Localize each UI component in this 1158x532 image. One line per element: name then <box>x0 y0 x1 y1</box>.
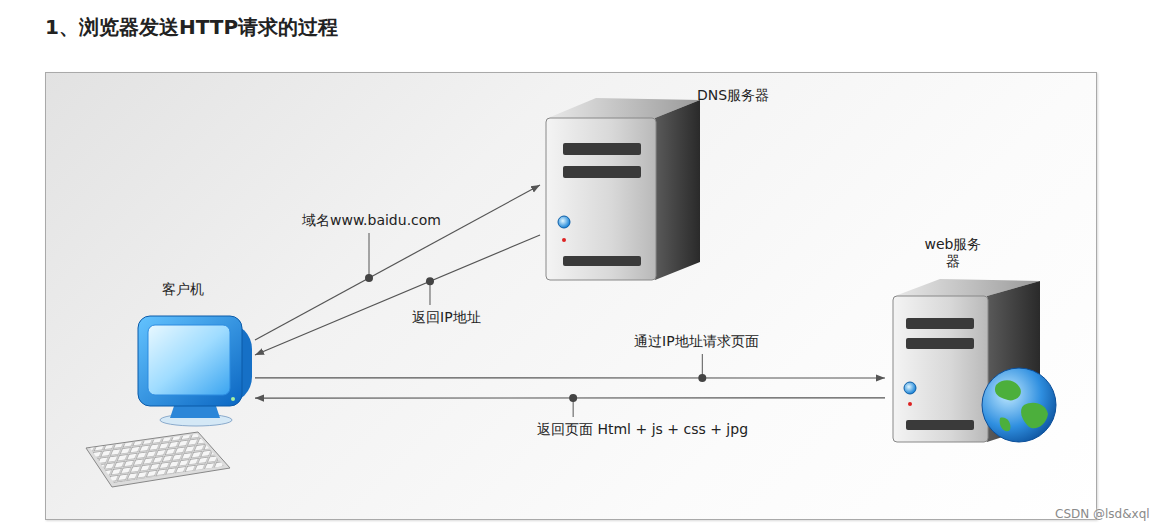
leader-dot <box>698 374 706 382</box>
node-label: 客户机 <box>162 281 204 298</box>
edge-label: 通过IP地址请求页面 <box>632 333 761 350</box>
diagram-title: 1、浏览器发送HTTP请求的过程 <box>45 14 338 41</box>
edge-label-wrap: 域名www.baidu.com <box>300 212 443 229</box>
connector-arrow <box>255 235 540 355</box>
watermark-wrap: CSDN @lsd&xql <box>1055 507 1150 521</box>
client-node: 客户机 <box>130 278 255 463</box>
edge-label-wrap: 通过IP地址请求页面 <box>632 333 761 350</box>
leader-dot <box>569 394 577 402</box>
dns-server <box>546 98 700 280</box>
web-server <box>893 279 1056 442</box>
leader-dot <box>365 274 373 282</box>
edge-label: 返回页面 Html + js + css + jpg <box>535 421 750 438</box>
edge-label: 返回IP地址 <box>410 309 483 326</box>
client-computer <box>86 316 252 487</box>
connector-arrow <box>255 185 540 340</box>
edge-label-wrap: 返回IP地址 <box>410 309 483 326</box>
leader-line <box>369 233 370 278</box>
title-wrap: 1、浏览器发送HTTP请求的过程 <box>45 14 338 41</box>
leader-dot <box>426 277 434 285</box>
node-label: DNS服务器 <box>697 87 769 104</box>
dns-server-node: DNS服务器 <box>540 85 773 285</box>
edge-label: 域名www.baidu.com <box>300 212 443 229</box>
web-server-node: web服务器 <box>885 234 1060 448</box>
edge-label-wrap: 返回页面 Html + js + css + jpg <box>535 421 750 438</box>
watermark: CSDN @lsd&xql <box>1055 507 1150 521</box>
node-label: web服务器 <box>922 236 984 270</box>
connector-arrow <box>255 377 885 378</box>
